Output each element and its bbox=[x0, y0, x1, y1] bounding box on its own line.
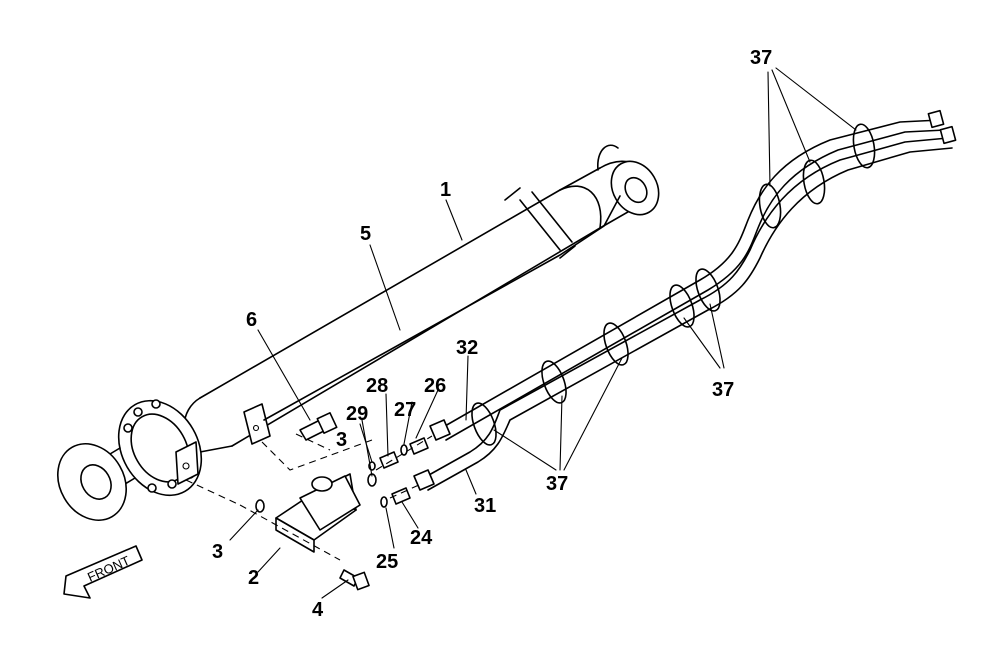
label-part-3-lower: 3 bbox=[212, 541, 223, 563]
label-part-3-upper: 3 bbox=[336, 429, 347, 451]
hose-32 bbox=[429, 119, 946, 441]
label-part-37-top: 37 bbox=[750, 47, 772, 69]
cylinder-pipe bbox=[263, 195, 621, 421]
hose-clamps bbox=[471, 123, 876, 446]
o-ring-3-lower bbox=[255, 499, 265, 513]
label-part-37-bottom: 37 bbox=[546, 473, 568, 495]
label-part-4: 4 bbox=[312, 599, 324, 621]
fitting-28 bbox=[379, 451, 399, 469]
label-part-37-right: 37 bbox=[712, 379, 734, 401]
label-part-28: 28 bbox=[366, 375, 388, 397]
label-part-5: 5 bbox=[360, 223, 371, 245]
label-part-32: 32 bbox=[456, 337, 478, 359]
valve-block bbox=[275, 473, 361, 553]
leader-lines bbox=[229, 67, 857, 599]
label-part-29: 29 bbox=[346, 403, 368, 425]
label-part-2: 2 bbox=[248, 567, 259, 589]
hydraulic-cylinder bbox=[57, 144, 660, 521]
label-part-1: 1 bbox=[440, 179, 451, 201]
assembly-line bbox=[185, 433, 433, 561]
label-part-6: 6 bbox=[246, 309, 257, 331]
hose-end-fittings bbox=[927, 109, 957, 145]
front-arrow: FRONT bbox=[63, 545, 143, 599]
bolt-4 bbox=[339, 569, 370, 591]
label-part-31: 31 bbox=[474, 495, 496, 517]
fitting-24 bbox=[391, 487, 411, 505]
label-part-25: 25 bbox=[376, 551, 398, 573]
hose-31 bbox=[413, 137, 953, 491]
bolt-6 bbox=[299, 411, 338, 441]
label-part-26: 26 bbox=[424, 375, 446, 397]
label-part-24: 24 bbox=[410, 527, 433, 549]
o-ring-25 bbox=[380, 496, 388, 508]
label-part-27: 27 bbox=[394, 399, 416, 421]
o-ring-27 bbox=[400, 444, 408, 456]
fitting-26 bbox=[409, 437, 429, 455]
part-labels: 1 5 6 32 28 26 29 27 3 3 2 4 25 24 31 37… bbox=[212, 47, 772, 621]
